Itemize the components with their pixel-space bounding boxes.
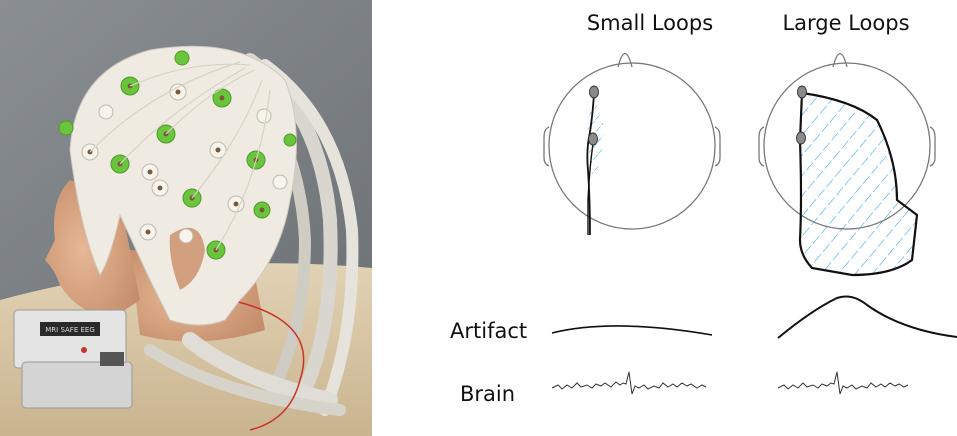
amplifier-box: MRI SAFE EEG	[13, 309, 133, 409]
large-loop-wire	[798, 91, 919, 277]
small-loop-wire-2	[587, 137, 595, 235]
small-loop-wire	[586, 92, 595, 236]
electrode-marker-large-2	[796, 131, 806, 145]
loop-diagram: Small Loops Large Loops Artifact Brain	[450, 11, 957, 406]
row-label-artifact: Artifact	[450, 319, 527, 343]
row-label-brain: Brain	[460, 382, 515, 406]
electrode-marker-small-1	[589, 85, 599, 99]
eeg-cap-photo: MRI SAFE EEG	[0, 0, 372, 436]
red-wire	[229, 299, 305, 431]
eeg-cap	[69, 45, 297, 326]
heading-small-loops: Small Loops	[587, 11, 713, 35]
electrode-marker-large-1	[797, 85, 807, 99]
large-loop-area	[800, 93, 917, 275]
brain-trace-large	[777, 371, 909, 395]
heading-large-loops: Large Loops	[782, 11, 909, 35]
cap-cutout	[169, 227, 205, 290]
device-label: MRI SAFE EEG	[45, 326, 95, 334]
artifact-trace-small	[551, 325, 713, 336]
artifact-trace-large	[777, 295, 957, 339]
electrode-wires	[89, 61, 271, 251]
brain-trace-small	[551, 371, 707, 395]
electrode-marker-small-2	[588, 132, 598, 146]
head-outline-icon	[543, 52, 721, 230]
